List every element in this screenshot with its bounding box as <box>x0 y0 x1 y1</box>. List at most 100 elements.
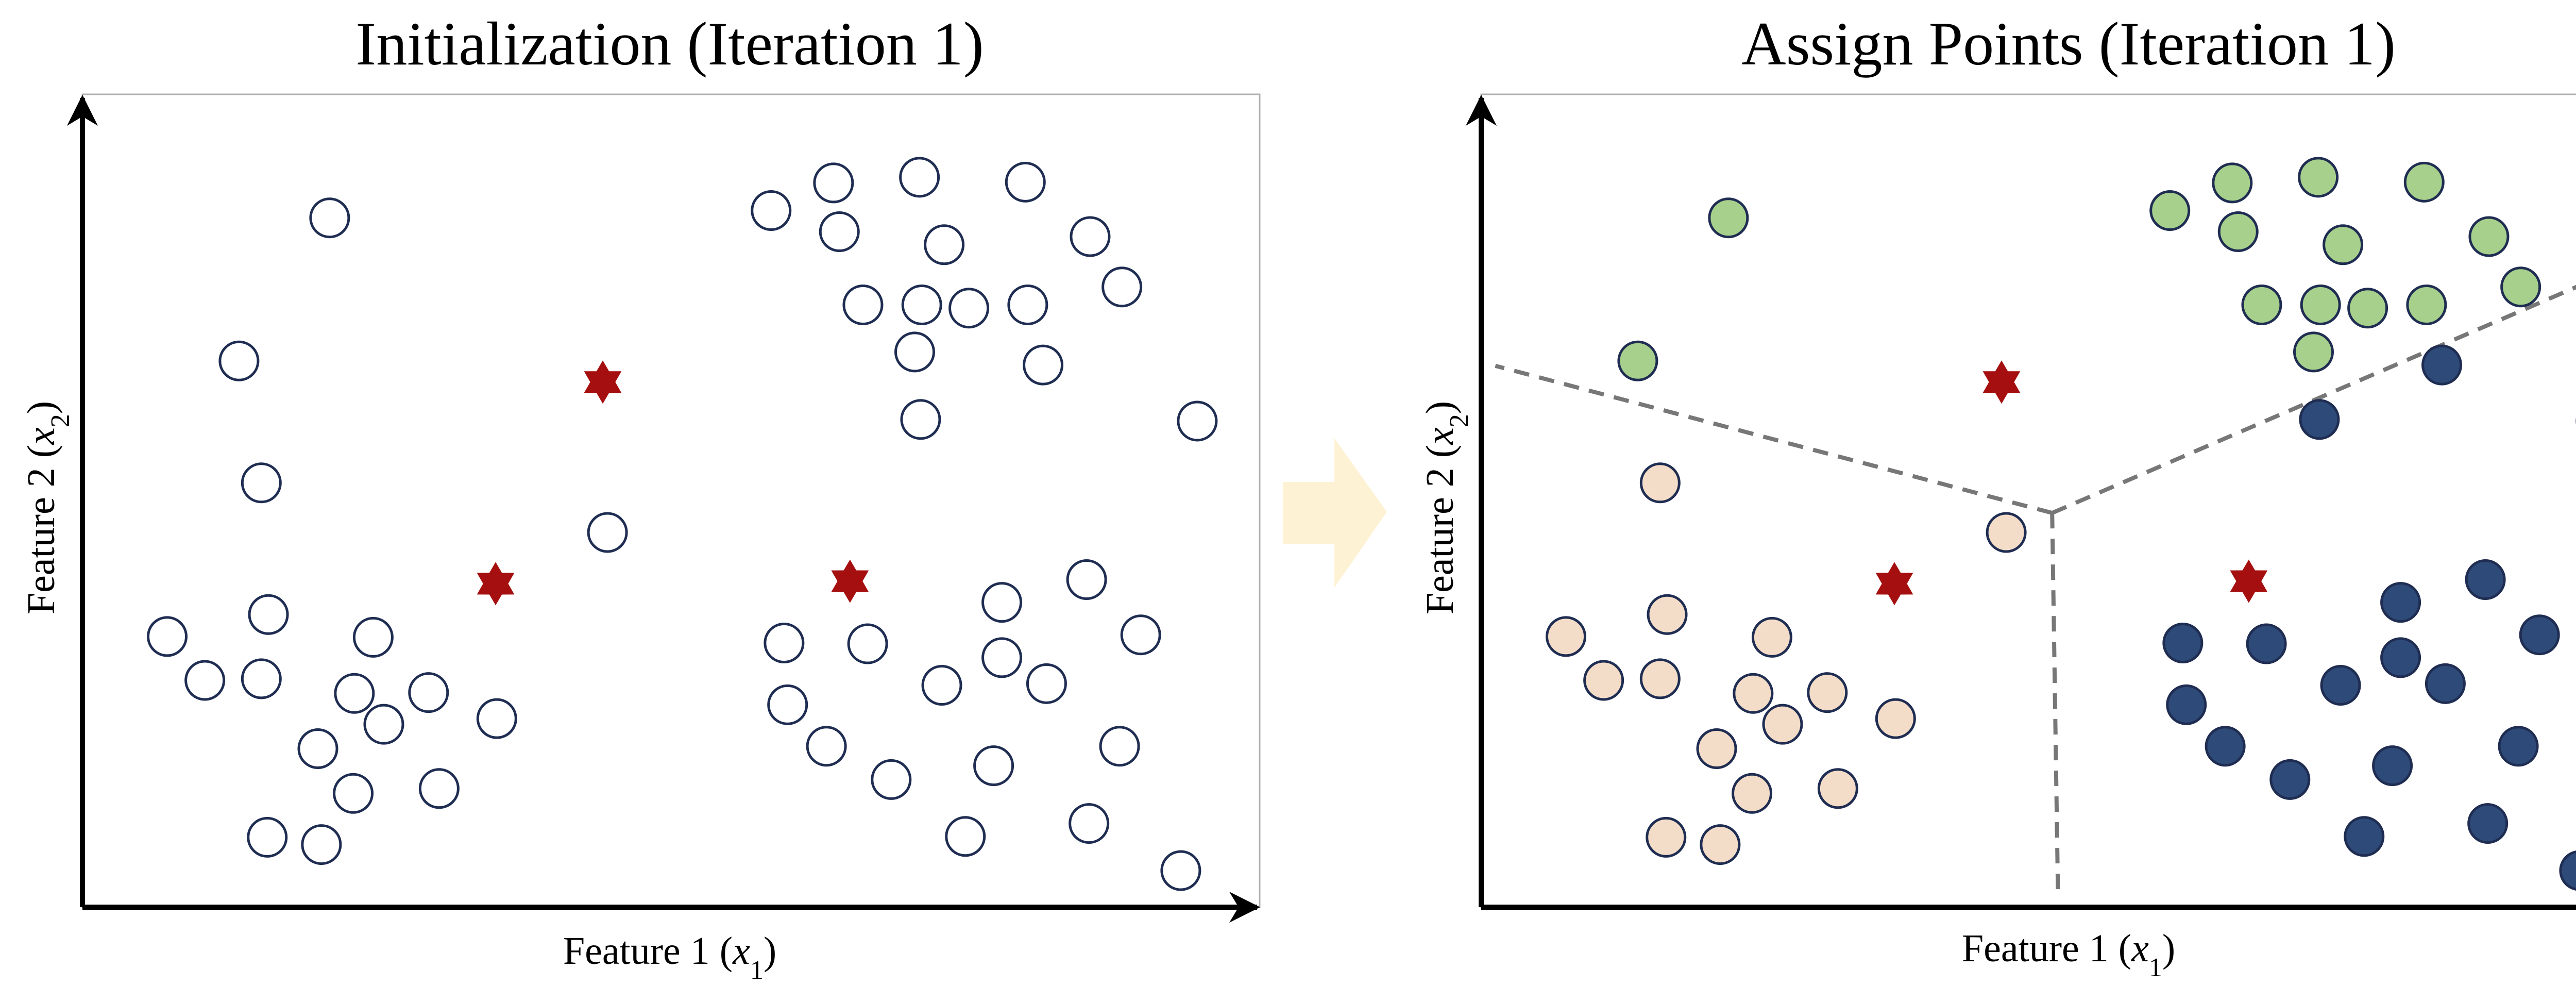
y-axis-label: Feature 2 (x2) <box>1418 401 1474 614</box>
data-point <box>247 816 288 858</box>
data-point <box>2559 850 2576 891</box>
data-point <box>871 759 912 800</box>
data-point <box>901 284 942 325</box>
data-point <box>147 616 188 657</box>
data-point <box>981 637 1023 678</box>
boundary-line <box>2051 285 2576 515</box>
data-point <box>1733 673 1774 714</box>
data-point <box>1160 850 1201 891</box>
data-point <box>2421 344 2463 386</box>
data-point <box>1751 616 1792 658</box>
data-point <box>1875 698 1916 739</box>
data-point <box>1023 344 1064 386</box>
data-point <box>2380 582 2421 623</box>
data-point <box>2166 684 2207 725</box>
data-point <box>297 728 338 769</box>
data-point <box>2298 157 2339 198</box>
data-point <box>2344 816 2385 857</box>
centroid-star <box>584 360 622 404</box>
data-point <box>587 512 628 553</box>
data-point <box>1069 803 1110 844</box>
centroid-star <box>1982 360 2021 404</box>
panel-assign-points: Assign Points (Iteration 1) Feature 1 (x… <box>1418 9 2576 982</box>
data-point <box>899 157 940 198</box>
data-point <box>1762 704 1803 745</box>
boundary-line <box>1495 363 2053 515</box>
data-point <box>900 399 941 440</box>
data-point <box>1639 658 1681 699</box>
data-point <box>2149 190 2191 231</box>
centroid-star <box>1875 562 1913 606</box>
data-point <box>1099 726 1140 767</box>
data-point <box>2269 759 2311 800</box>
centroids <box>1875 360 2268 606</box>
data-point <box>1986 512 2027 553</box>
data-point <box>2425 663 2466 704</box>
data-point <box>2212 162 2253 204</box>
data-point <box>806 726 847 767</box>
data-point <box>248 594 289 635</box>
data-point <box>1732 773 1773 814</box>
data-point <box>476 698 517 739</box>
data-point <box>2217 211 2259 253</box>
data-point <box>924 224 965 265</box>
boundary-line <box>2050 513 2060 899</box>
data-point <box>1026 663 1067 704</box>
x-axis-label: Feature 1 (x1) <box>1962 927 2175 982</box>
data-point <box>764 622 805 663</box>
panel-initialization: Initialization (Iteration 1) Feature 1 (… <box>20 9 1261 985</box>
data-points <box>147 157 1218 891</box>
data-point <box>301 824 342 865</box>
data-point <box>2403 161 2445 203</box>
data-point <box>2372 745 2413 787</box>
data-point <box>1007 284 1048 325</box>
data-point <box>184 660 226 701</box>
data-point <box>981 582 1023 623</box>
data-point <box>921 664 962 706</box>
data-point <box>418 768 460 809</box>
data-point <box>1546 616 1587 657</box>
data-point <box>218 340 260 381</box>
data-point <box>1120 614 1161 656</box>
plot-frame <box>1480 93 2576 908</box>
data-point <box>751 190 792 231</box>
data-point <box>2320 664 2361 706</box>
data-point <box>2347 288 2388 329</box>
centroid-star <box>2230 559 2268 603</box>
data-point <box>813 162 854 204</box>
data-point <box>945 816 986 857</box>
centroid-star <box>831 559 869 603</box>
data-point <box>847 623 888 664</box>
data-point <box>1177 400 1218 442</box>
y-axis-label: Feature 2 (x2) <box>20 401 75 614</box>
data-point <box>1005 161 1046 203</box>
data-point <box>1639 462 1681 504</box>
data-point <box>1817 768 1858 809</box>
data-point <box>408 672 449 713</box>
data-point <box>2293 331 2334 373</box>
data-point <box>2500 266 2541 308</box>
data-point <box>1646 816 1687 858</box>
data-point <box>2498 726 2539 767</box>
data-point <box>241 658 282 699</box>
data-point <box>1696 728 1737 769</box>
data-point <box>1617 340 1658 381</box>
data-points <box>1546 157 2576 891</box>
data-point <box>333 773 374 814</box>
decision-boundaries <box>1495 285 2576 899</box>
data-point <box>2205 726 2246 767</box>
data-point <box>2406 284 2447 325</box>
data-point <box>2241 284 2282 325</box>
panel-title: Assign Points (Iteration 1) <box>1741 9 2396 78</box>
data-point <box>363 704 404 745</box>
data-point <box>948 288 990 329</box>
data-point <box>2468 216 2510 257</box>
panel-title: Initialization (Iteration 1) <box>355 9 984 78</box>
data-point <box>1647 594 1688 635</box>
data-point <box>1066 559 1107 600</box>
data-point <box>819 211 860 253</box>
data-point <box>2162 622 2204 663</box>
centroid-star <box>477 562 515 606</box>
data-point <box>2299 399 2340 440</box>
